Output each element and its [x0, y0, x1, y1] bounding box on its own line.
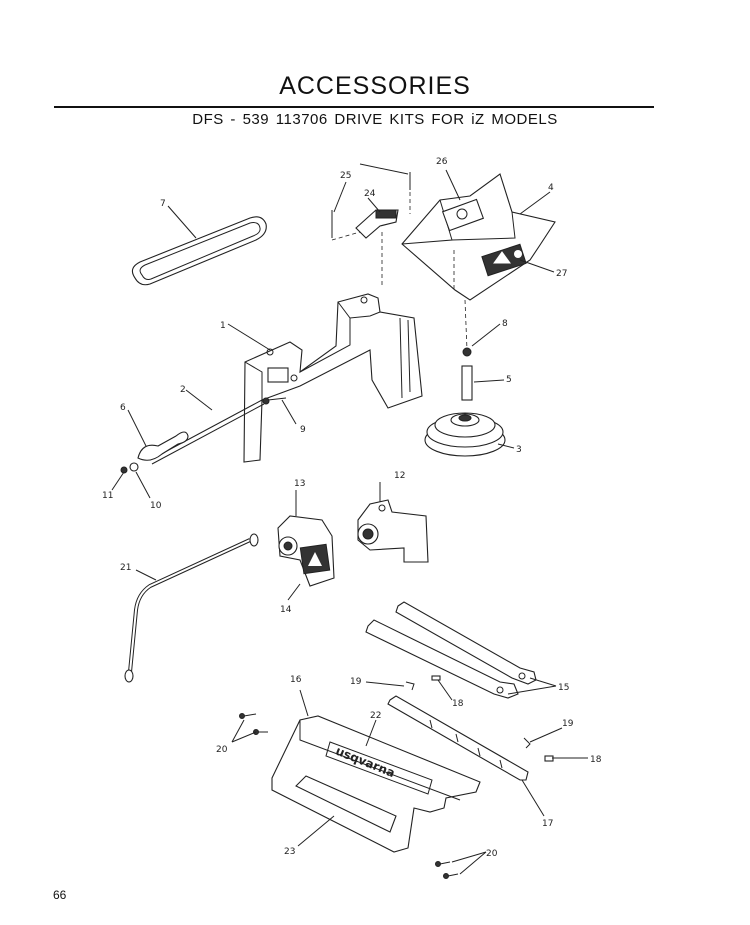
callout-10: 10 — [150, 501, 162, 511]
callout-20b: 20 — [486, 849, 498, 859]
part-drive-arms — [365, 601, 537, 699]
part-nut-8 — [462, 347, 472, 357]
part-spring-clip — [137, 431, 189, 461]
callout-12: 12 — [394, 471, 405, 481]
part-bolts-20 — [239, 713, 459, 879]
part-bearing-plate-13 — [277, 515, 335, 587]
callout-24: 24 — [364, 189, 376, 199]
part-bar-17 — [387, 695, 529, 781]
part-bracket-24 — [355, 209, 399, 239]
callout-19a: 19 — [350, 677, 362, 687]
part-spacer-5 — [461, 365, 473, 401]
part-bearing-plate-12 — [357, 499, 429, 563]
callout-11: 11 — [102, 491, 113, 501]
callout-21: 21 — [120, 563, 131, 573]
page-number: 66 — [53, 888, 67, 902]
callout-13: 13 — [294, 479, 305, 489]
callout-4: 4 — [548, 183, 554, 193]
callout-14: 14 — [280, 605, 292, 615]
part-pins — [405, 675, 554, 762]
callout-20a: 20 — [216, 745, 228, 755]
callout-3: 3 — [516, 445, 522, 455]
callout-25: 25 — [340, 171, 351, 181]
part-base-plate: usqvarna — [271, 715, 481, 853]
title-divider — [54, 106, 654, 108]
callout-23: 23 — [284, 847, 295, 857]
leader-lines — [111, 163, 588, 875]
callout-labels: 7 1 2 6 9 11 10 25 24 26 4 27 8 5 3 12 1… — [102, 157, 602, 859]
part-mount-bracket — [243, 293, 423, 463]
callout-9: 9 — [300, 425, 306, 435]
part-pulley — [424, 412, 506, 457]
callout-15: 15 — [558, 683, 569, 693]
part-nut-11 — [120, 466, 128, 474]
callout-27: 27 — [556, 269, 567, 279]
callout-6: 6 — [120, 403, 126, 413]
page-subtitle: DFS - 539 113706 DRIVE KITS FOR iZ MODEL… — [192, 111, 558, 128]
callout-18b: 18 — [590, 755, 602, 765]
callout-1: 1 — [220, 321, 226, 331]
callout-2: 2 — [180, 385, 186, 395]
part-bolt-9 — [262, 397, 287, 405]
callout-16: 16 — [290, 675, 302, 685]
part-cable — [124, 533, 259, 683]
part-deflector — [401, 173, 556, 301]
callout-7: 7 — [160, 199, 166, 209]
callout-22: 22 — [370, 711, 381, 721]
callout-18a: 18 — [452, 699, 464, 709]
callout-5: 5 — [506, 375, 512, 385]
page-title: ACCESSORIES — [279, 72, 471, 100]
callout-8: 8 — [502, 319, 508, 329]
callout-19b: 19 — [562, 719, 574, 729]
part-belt — [131, 216, 267, 286]
part-washer-10 — [129, 462, 139, 472]
callout-26: 26 — [436, 157, 448, 167]
callout-17: 17 — [542, 819, 553, 829]
